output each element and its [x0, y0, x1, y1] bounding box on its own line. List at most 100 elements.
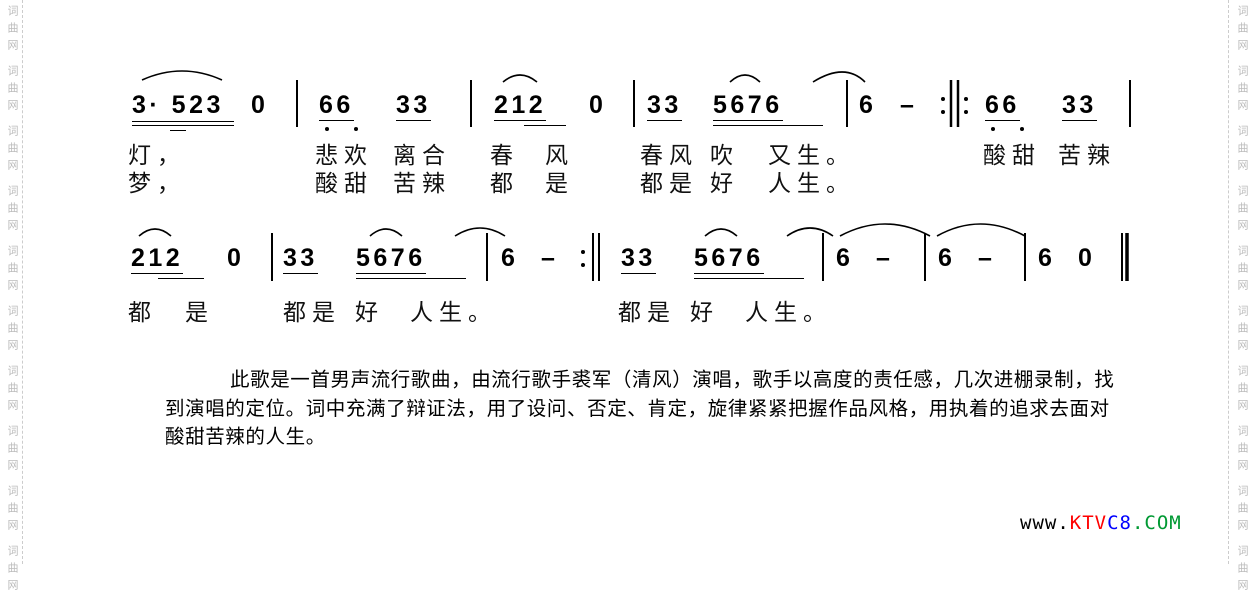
watermark-text: 词曲网: [1236, 364, 1249, 416]
lyric: 悲欢: [315, 143, 373, 169]
lyric: 是: [185, 300, 214, 326]
note-group: 5676: [356, 244, 426, 274]
note-dash: –: [900, 91, 918, 119]
note-dash: –: [541, 244, 559, 272]
lyric: 好: [710, 171, 739, 197]
watermark-text: 词曲网: [1236, 484, 1249, 536]
lyric: 都是: [618, 300, 676, 326]
logo-c8: C8: [1107, 512, 1132, 534]
left-margin-line: [22, 0, 23, 564]
octave-dot: [325, 127, 329, 131]
watermark-text: 词曲网: [6, 304, 19, 356]
octave-dot: [581, 263, 585, 267]
lyric: 吹: [710, 143, 739, 169]
watermark-text: 词曲网: [1236, 424, 1249, 476]
song-description: 此歌是一首男声流行歌曲，由流行歌手裘军（清风）演唱，歌手以高度的责任感，几次进棚…: [165, 368, 1115, 448]
watermark-text: 词曲网: [1236, 64, 1249, 116]
note-group: 212: [131, 244, 184, 274]
octave-dot: [354, 127, 358, 131]
note: 6: [1038, 244, 1056, 272]
note-group: 33: [396, 91, 431, 121]
note-rest: 0: [1078, 244, 1096, 272]
beam-underline: [694, 278, 804, 279]
octave-dot: [1020, 127, 1024, 131]
lyric: 是: [545, 171, 574, 197]
note-group: 33: [647, 91, 682, 121]
watermark-text: 词曲网: [1236, 184, 1249, 236]
site-logo[interactable]: www.KTVC8.COM: [1020, 512, 1182, 534]
watermark-text: 词曲网: [6, 484, 19, 536]
lyric: 灯，: [128, 143, 186, 169]
logo-www: www.: [1020, 512, 1070, 534]
watermark-text: 词曲网: [6, 424, 19, 476]
note-group: 3· 523: [132, 91, 224, 119]
repeat-barline: [949, 80, 960, 127]
note-group: 33: [283, 244, 318, 274]
watermark-left: 词曲网词曲网词曲网词曲网词曲网词曲网词曲网词曲网词曲网词曲网: [2, 0, 19, 600]
watermark-text: 词曲网: [6, 64, 19, 116]
watermark-text: 词曲网: [6, 244, 19, 296]
watermark-text: 词曲网: [6, 184, 19, 236]
lyric: 苦辣: [393, 171, 451, 197]
octave-dot: [991, 127, 995, 131]
note-group: 5676: [713, 91, 783, 121]
watermark-text: 词曲网: [1236, 124, 1249, 176]
logo-ktv: KTV: [1069, 512, 1108, 534]
watermark-text: 词曲网: [6, 4, 19, 56]
beam-underline: [356, 278, 466, 279]
note: 6: [859, 91, 877, 119]
lyric: 都: [490, 171, 519, 197]
octave-dot: [964, 110, 968, 114]
right-margin-line: [1228, 0, 1229, 564]
note: 6: [938, 244, 956, 272]
lyric: 都是: [283, 300, 341, 326]
lyric: 梦，: [128, 171, 186, 197]
note-rest: 0: [589, 91, 607, 119]
note-group: 33: [1062, 91, 1097, 121]
lyric: 好: [355, 300, 384, 326]
lyric: 人生。: [745, 300, 832, 326]
beam-underline: [158, 278, 204, 279]
beam-underline: [132, 125, 234, 126]
lyric: 人生。: [768, 171, 855, 197]
lyric: 又生。: [768, 143, 855, 169]
note-dash: –: [978, 244, 996, 272]
beam-underline: [524, 125, 566, 126]
lyric: 都是: [640, 171, 698, 197]
watermark-text: 词曲网: [1236, 244, 1249, 296]
lyric: 风: [545, 143, 574, 169]
note: 6: [501, 244, 519, 272]
lyric: 春: [490, 143, 519, 169]
note-group: 212: [494, 91, 547, 121]
note-rest: 0: [227, 244, 245, 272]
lyric: 苦辣: [1058, 143, 1116, 169]
slurs: [138, 70, 1026, 237]
watermark-text: 词曲网: [6, 364, 19, 416]
octave-dot: [964, 97, 968, 101]
lyric: 酸甜: [983, 143, 1041, 169]
lyric: 都: [128, 300, 157, 326]
octave-dot: [941, 97, 945, 101]
octave-dot: [581, 250, 585, 254]
barlines: [271, 80, 1131, 281]
watermark-text: 词曲网: [6, 124, 19, 176]
lyric: 离合: [393, 143, 451, 169]
lyric: 人生。: [410, 300, 497, 326]
note: 6: [836, 244, 854, 272]
beam-underline: [713, 125, 823, 126]
note-dash: –: [876, 244, 894, 272]
note-group: 66: [319, 91, 354, 121]
note-group: 5676: [694, 244, 764, 274]
logo-com: .COM: [1131, 512, 1182, 534]
octave-dot: [941, 110, 945, 114]
beam-underline: [132, 121, 234, 122]
watermark-text: 词曲网: [1236, 304, 1249, 356]
watermark-text: 词曲网: [1236, 4, 1249, 56]
note-rest: 0: [251, 91, 269, 119]
lyric: 好: [690, 300, 719, 326]
lyric: 酸甜: [315, 171, 373, 197]
note-group: 66: [985, 91, 1020, 121]
beam-underline: [170, 130, 186, 131]
lyric: 春风: [640, 143, 698, 169]
score-lines: [138, 70, 1131, 281]
